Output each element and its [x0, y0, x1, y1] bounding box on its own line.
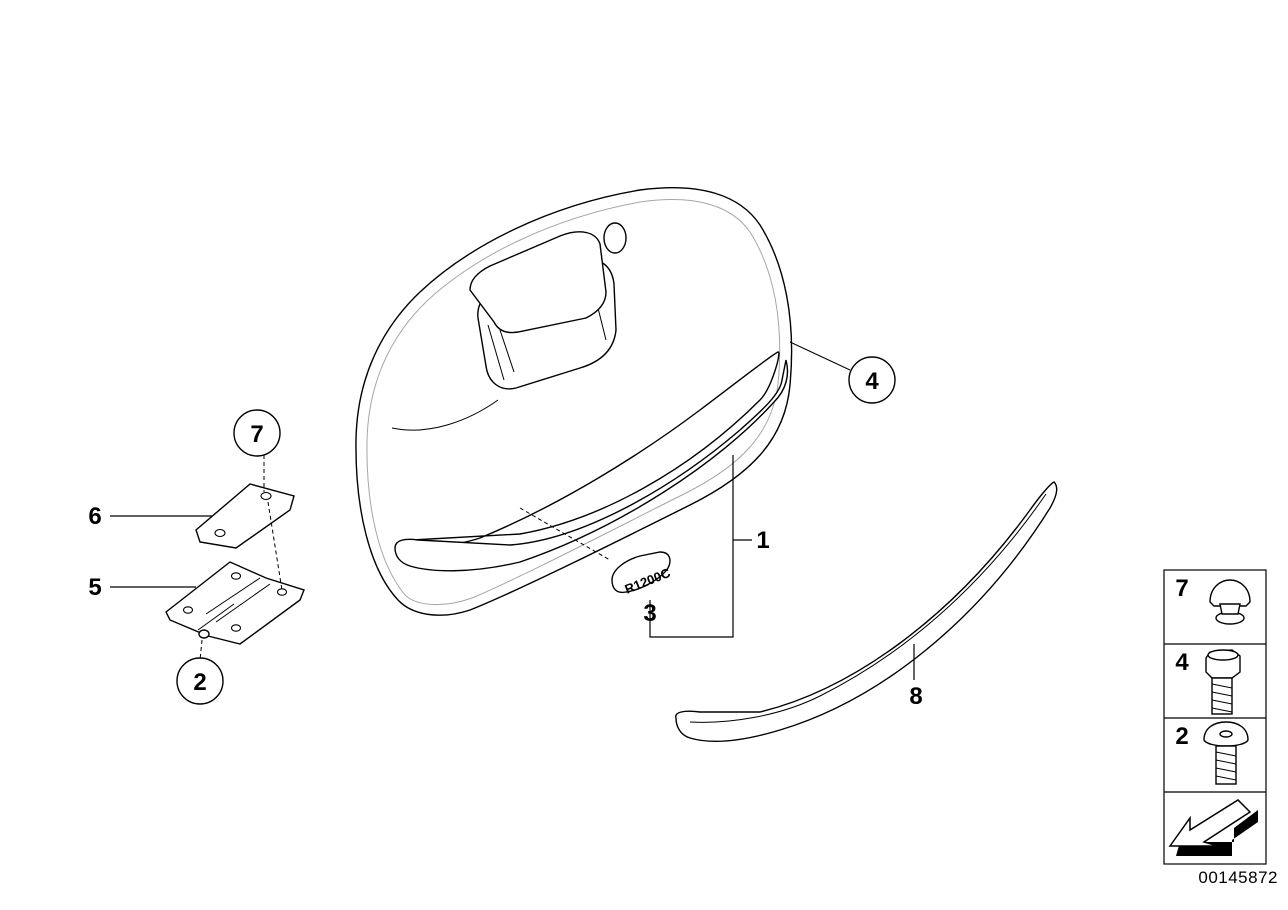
callout-6-label: 6 [88, 503, 101, 530]
callout-7-label: 7 [250, 421, 263, 448]
diagram-id: 00145872 [1198, 868, 1278, 887]
push-rivet-icon [1209, 579, 1251, 625]
callout-2: 2 [176, 657, 224, 705]
small-plate-part [195, 483, 295, 549]
callout-2-label: 2 [193, 669, 206, 696]
arrow-left-down-icon[interactable] [1168, 799, 1258, 856]
fastener-legend: 7 4 2 [1163, 569, 1267, 865]
legend-item-7-number: 7 [1175, 575, 1188, 602]
legend-item-4-number: 4 [1175, 649, 1189, 676]
case-cover-part [355, 187, 793, 616]
torx-screw-icon [1203, 721, 1249, 785]
callout-3-label: 3 [643, 600, 656, 627]
callout-4: 4 [848, 356, 896, 404]
trim-strip-part [675, 481, 1058, 742]
callout-5-label: 5 [88, 574, 101, 601]
hex-bolt-icon [1205, 649, 1241, 715]
callout-4-label: 4 [865, 368, 879, 395]
legend-item-2-number: 2 [1175, 723, 1188, 750]
emblem-part: R1200C [611, 551, 673, 597]
leader-lines [110, 341, 915, 680]
callout-7: 7 [233, 409, 281, 457]
hinge-plate-part [165, 561, 305, 645]
callout-8-label: 8 [909, 683, 922, 710]
callout-1-label: 1 [756, 527, 769, 554]
